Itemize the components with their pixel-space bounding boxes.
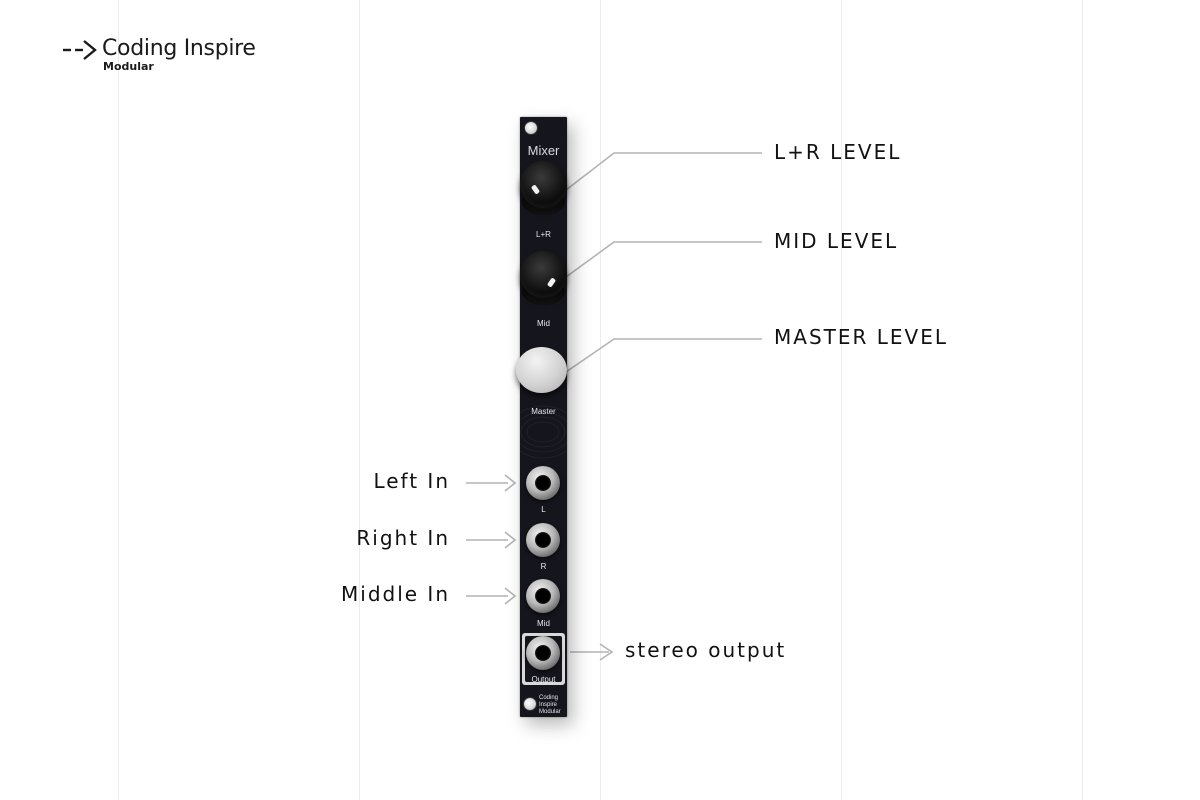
right-jack-label: R <box>540 562 547 571</box>
lr-level-knob[interactable] <box>520 161 567 208</box>
jack-hole <box>535 645 551 661</box>
middle-input-jack[interactable] <box>526 579 560 613</box>
jack-hole <box>535 475 551 491</box>
mid-level-knob[interactable] <box>520 251 567 298</box>
arrow-logo-icon <box>63 40 97 60</box>
connector-lr-level <box>565 152 762 191</box>
grid-line <box>118 0 119 800</box>
master-level-knob[interactable] <box>516 347 567 393</box>
grid-line <box>1082 0 1083 800</box>
panel-brand-line: Inspire <box>539 702 558 708</box>
mounting-screw-top <box>525 122 537 134</box>
module-title: Mixer <box>527 143 560 158</box>
output-jack-label: Output <box>531 675 556 684</box>
left-in-annotation: Left In <box>373 469 450 493</box>
arrow-middle-in <box>504 587 517 605</box>
right-input-jack[interactable] <box>526 523 560 557</box>
panel-brand-line: Modular <box>539 709 561 715</box>
knob-indicator-icon <box>546 277 557 288</box>
mixer-module: Mixer L+R Mid Master L R Mid Output Codi… <box>516 117 567 717</box>
jack-hole <box>535 588 551 604</box>
panel-brand-line: Coding <box>539 695 559 701</box>
logo-subtitle: Modular <box>103 60 154 73</box>
left-jack-label: L <box>541 505 546 514</box>
grid-line <box>841 0 842 800</box>
grid-line <box>359 0 360 800</box>
grid-line <box>600 0 601 800</box>
right-in-annotation: Right In <box>356 526 450 550</box>
arrow-right-in <box>504 531 517 549</box>
arrow-stereo-output <box>599 643 614 661</box>
stereo-output-jack[interactable] <box>526 636 560 670</box>
jack-hole <box>535 532 551 548</box>
middle-jack-label: Mid <box>537 619 550 628</box>
mid-level-annotation: MID LEVEL <box>774 229 899 253</box>
stereo-output-annotation: stereo output <box>625 638 787 662</box>
knob-indicator-icon <box>530 184 541 195</box>
left-input-jack[interactable] <box>526 466 560 500</box>
master-level-annotation: MASTER LEVEL <box>774 325 948 349</box>
middle-in-annotation: Middle In <box>341 582 450 606</box>
logo-title: Coding Inspire <box>102 36 256 61</box>
arrow-left-in <box>504 474 517 492</box>
master-knob-label: Master <box>531 407 556 416</box>
lr-level-annotation: L+R LEVEL <box>774 140 902 164</box>
lr-knob-label: L+R <box>536 230 551 239</box>
connector-mid-level <box>565 241 762 278</box>
panel-brand-text: Coding Inspire Modular <box>539 695 567 716</box>
panel-pattern <box>520 405 567 459</box>
mounting-screw-bottom <box>524 698 536 710</box>
connector-master-level <box>565 338 762 373</box>
mid-knob-label: Mid <box>537 319 550 328</box>
